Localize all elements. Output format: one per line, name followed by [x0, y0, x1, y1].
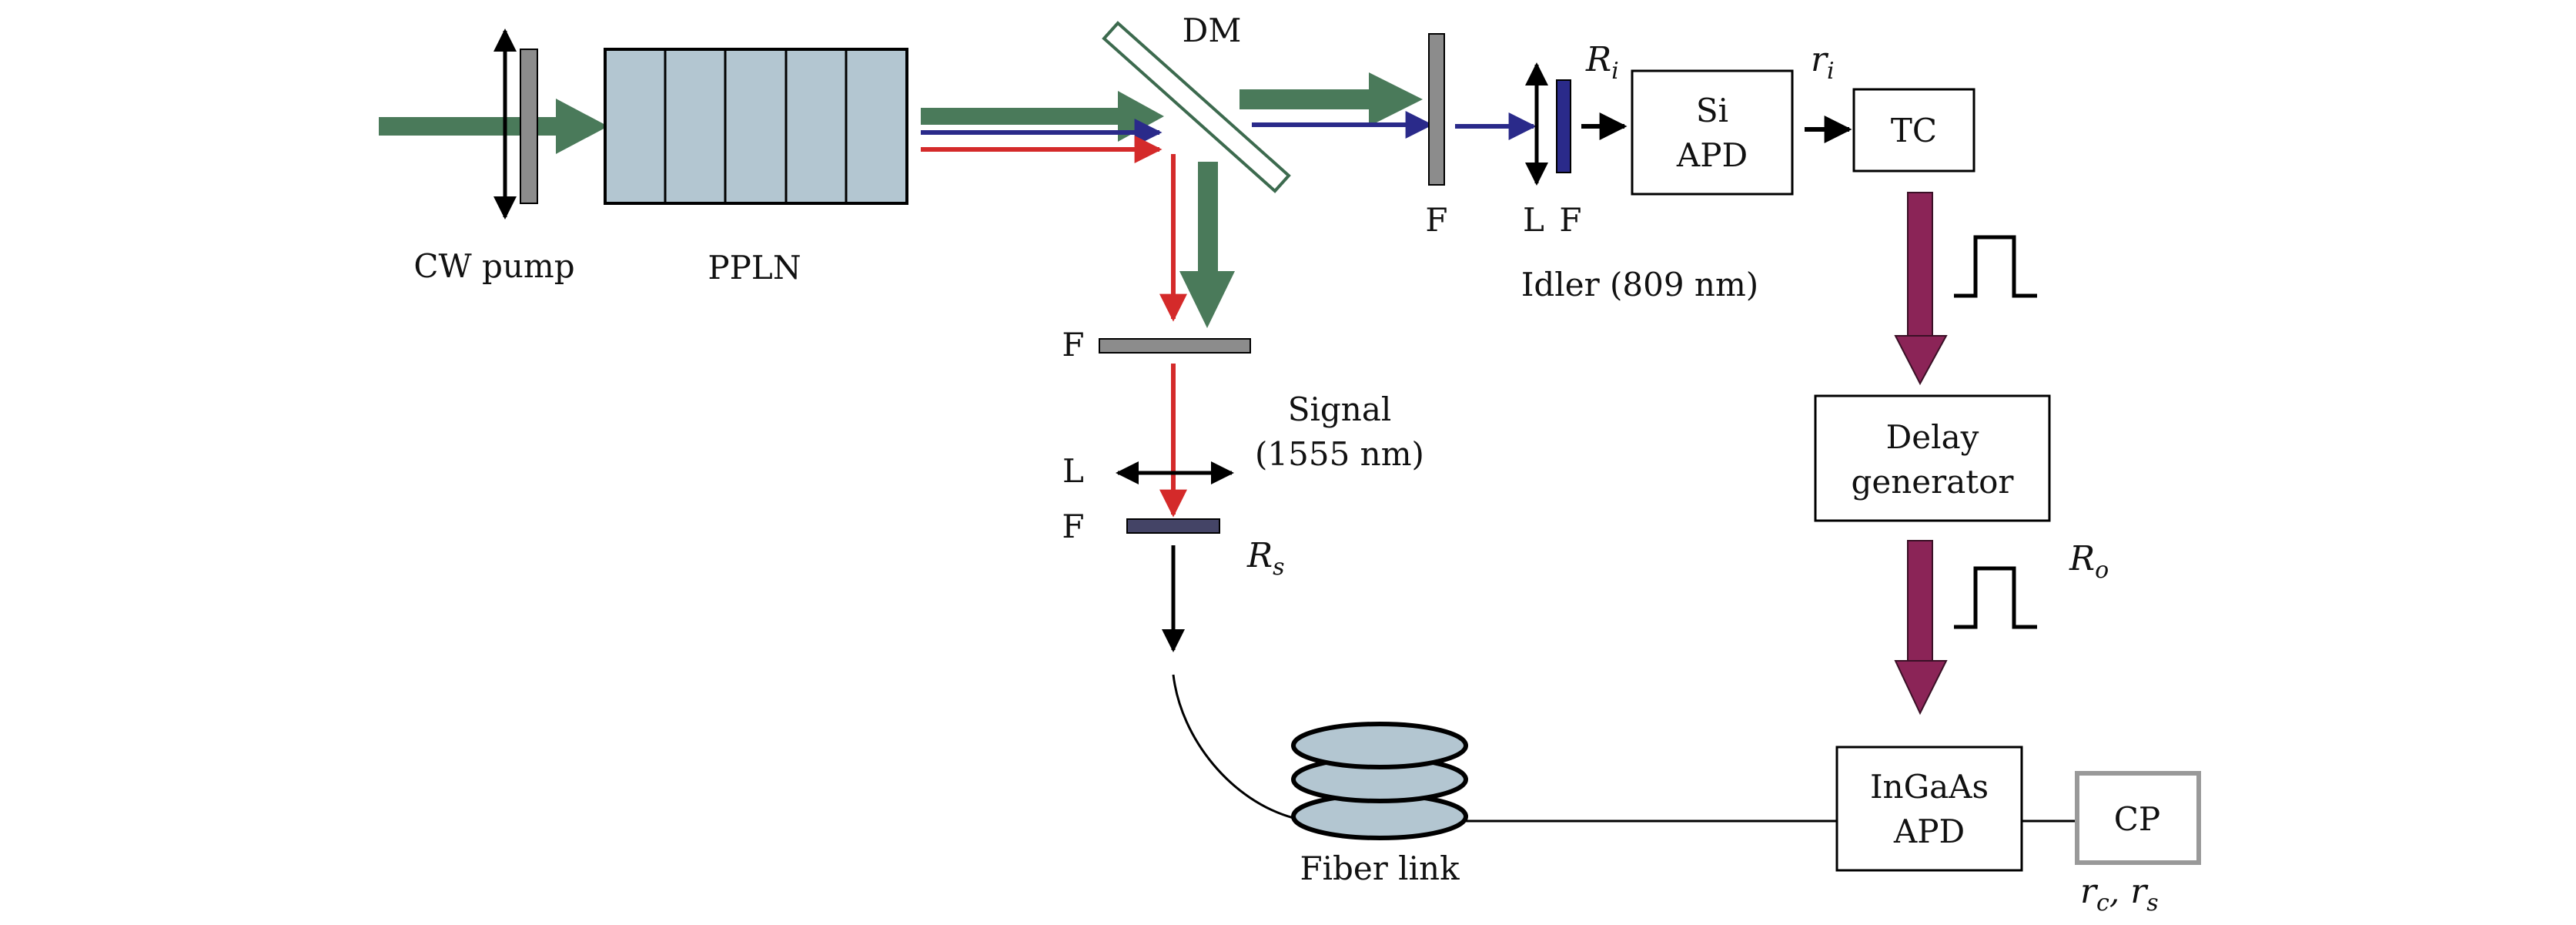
idler-filter-2 [1556, 79, 1571, 173]
pump-beam-to-filter [1239, 72, 1423, 126]
rc-rs-label: rc,rs [2080, 872, 2159, 917]
signal-filter-2 [1126, 518, 1220, 534]
idler-lens-label: L [1523, 201, 1544, 239]
cp-box: CP [2075, 771, 2201, 865]
signal-filter-2-label: F [1062, 508, 1084, 545]
ppln-crystal [604, 48, 908, 205]
si-apd-line1: Si [1696, 92, 1728, 129]
trigger-arrow-1 [1894, 192, 1948, 386]
idler-label: Idler (809 nm) [1521, 266, 1758, 303]
pump-beam-down-from-dm [1179, 162, 1235, 328]
ingaas-apd-box: InGaAs APD [1835, 746, 2023, 872]
signal-filter-1-label: F [1062, 326, 1084, 364]
idler-filter-1-label: F [1425, 201, 1447, 239]
fiber-spool [1291, 722, 1468, 840]
pump-beam-to-dm [921, 91, 1164, 142]
pulse-icon-2 [1954, 566, 2037, 629]
signal-lens-label: L [1062, 452, 1084, 490]
pump-input-beam [379, 99, 608, 154]
trigger-arrow-2 [1894, 540, 1948, 716]
pump-filter [520, 49, 538, 204]
si-apd-line2: APD [1676, 136, 1748, 174]
dm-label: DM [1183, 12, 1242, 49]
ri-upper-label: Ri [1585, 40, 1619, 85]
ingaas-line2: APD [1893, 813, 1965, 850]
pulse-icon-1 [1954, 235, 2037, 298]
ingaas-line1: InGaAs [1870, 768, 1989, 806]
ro-label: Ro [2069, 539, 2109, 584]
rs-label: Rs [1246, 536, 1285, 581]
fiber-input-curve [1172, 674, 1294, 819]
signal-filter-1 [1099, 338, 1251, 354]
signal-label-line1: Signal [1288, 390, 1392, 428]
delay-line2: generator [1851, 463, 2014, 501]
ppln-label: PPLN [708, 249, 801, 287]
delay-line1: Delay [1886, 418, 1979, 456]
delay-generator-box: Delay generator [1814, 394, 2051, 522]
ri-lower-label: ri [1811, 40, 1835, 85]
cp-label: CP [2114, 800, 2160, 838]
dichroic-mirror [1102, 21, 1291, 193]
idler-filter-2-label: F [1559, 201, 1581, 239]
si-apd-box: Si APD [1631, 69, 1794, 196]
signal-label-line2: (1555 nm) [1255, 435, 1424, 473]
fiber-link-label: Fiber link [1300, 850, 1460, 887]
cw-pump-label: CW pump [413, 247, 574, 285]
tc-box: TC [1852, 88, 1975, 173]
tc-label: TC [1891, 112, 1937, 149]
idler-filter-1 [1428, 33, 1445, 186]
